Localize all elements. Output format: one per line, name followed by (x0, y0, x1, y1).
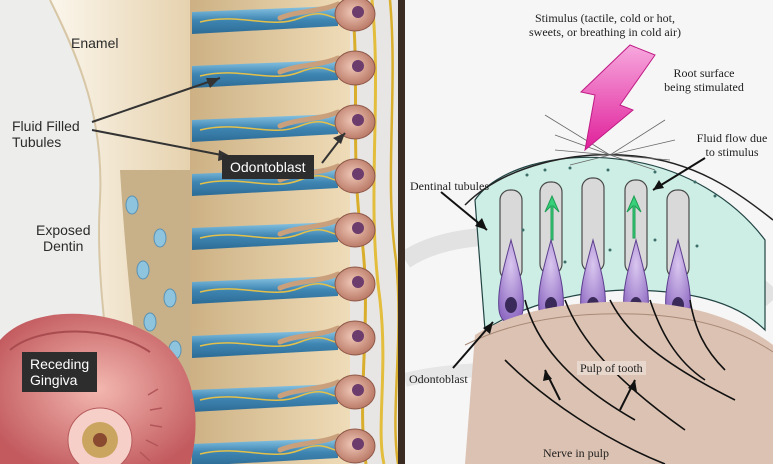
stimulus-label-line2: sweets, or breathing in cold air) (510, 25, 700, 39)
dentinal-tubules-group (192, 0, 375, 464)
stimulus-label-line1: Stimulus (tactile, cold or hot, (510, 11, 700, 25)
tooth-cross-section-illustration: Enamel Fluid Filled Tubules Odontoblast … (0, 0, 405, 464)
fluid-flow-label: Fluid flow due to stimulus (691, 131, 773, 159)
odontoblast-label-right: Odontoblast (409, 372, 468, 386)
fluid-filled-tubules-label: Fluid Filled Tubules (12, 118, 80, 150)
receding-gingiva-label-line1: Receding (30, 356, 89, 372)
fluid-flow-label-line2: to stimulus (691, 145, 773, 159)
dentinal-tubules-label: Dentinal tubules (410, 179, 489, 193)
odontoblast-label-left: Odontoblast (222, 155, 314, 179)
root-surface-label-line2: being stimulated (649, 80, 759, 94)
receding-gingiva-label: Receding Gingiva (22, 352, 97, 392)
fluid-flow-label-line1: Fluid flow due (691, 131, 773, 145)
fluid-filled-tubules-label-line1: Fluid Filled (12, 118, 80, 134)
fluid-filled-tubules-label-line2: Tubules (12, 134, 80, 150)
stimulus-label: Stimulus (tactile, cold or hot, sweets, … (510, 11, 700, 39)
tooth-sensitivity-schematic: Stimulus (tactile, cold or hot, sweets, … (405, 0, 773, 464)
exposed-dentin-label-line2: Dentin (36, 238, 90, 254)
nerve-in-pulp-label: Nerve in pulp (543, 446, 609, 460)
exposed-dentin-label-line1: Exposed (36, 222, 90, 238)
root-surface-label-line1: Root surface (649, 66, 759, 80)
pulp-of-tooth-label: Pulp of tooth (577, 361, 646, 375)
enamel-label: Enamel (71, 35, 118, 51)
receding-gingiva-label-line2: Gingiva (30, 372, 89, 388)
root-surface-label: Root surface being stimulated (649, 66, 759, 94)
exposed-dentin-label: Exposed Dentin (36, 222, 90, 254)
